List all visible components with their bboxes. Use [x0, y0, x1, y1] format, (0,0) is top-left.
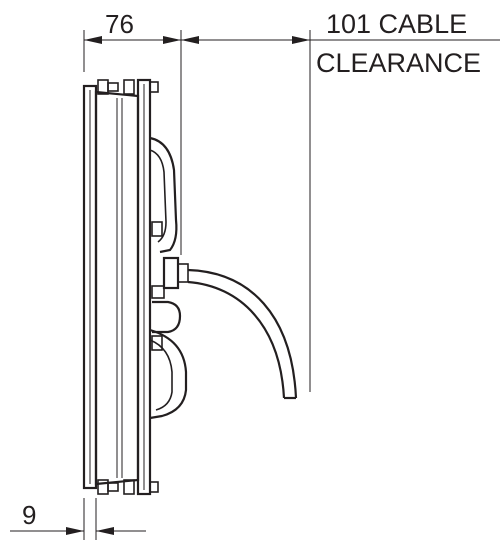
top-screw-shaft-1	[107, 82, 119, 92]
connector-lower	[151, 335, 163, 351]
cable-connector-plug	[177, 263, 189, 283]
cable-clearance-label-line2: CLEARANCE	[316, 48, 481, 78]
connector-knob	[152, 300, 182, 334]
bottom-screw-shaft-1	[107, 482, 119, 492]
bottom-screw-head-2	[123, 479, 135, 495]
rear-housing-lower	[149, 328, 188, 420]
arrowhead-depth-right	[163, 36, 181, 44]
arrowhead-clearance-left	[181, 36, 199, 44]
top-screw-head-2	[123, 79, 135, 95]
top-dimension-group	[83, 30, 500, 392]
connector-middle	[151, 285, 165, 299]
rear-housing-upper-inner	[149, 149, 167, 243]
arrowhead-bezel-left	[66, 527, 84, 535]
display-unit-profile	[82, 78, 189, 496]
rear-housing-lower-inner	[149, 339, 173, 411]
cable-outer-line	[187, 268, 298, 399]
arrowhead-bezel-right	[96, 527, 114, 535]
cable-clearance-label-line1: 101 CABLE	[326, 9, 467, 39]
arrowhead-depth-left	[84, 36, 102, 44]
bottom-dimension-group	[10, 498, 146, 540]
top-screw-knob	[149, 81, 159, 93]
bezel-dimension-label: 9	[22, 500, 36, 530]
arrowhead-clearance-right	[292, 36, 310, 44]
bottom-screw-knob	[149, 481, 159, 493]
cable-inner-line	[187, 280, 286, 399]
rear-housing-upper	[149, 136, 178, 254]
mounting-bracket	[136, 78, 152, 496]
cable-connector	[162, 256, 180, 290]
depth-dimension-label: 76	[105, 9, 134, 39]
connector-upper	[151, 221, 163, 237]
cable	[187, 268, 298, 400]
